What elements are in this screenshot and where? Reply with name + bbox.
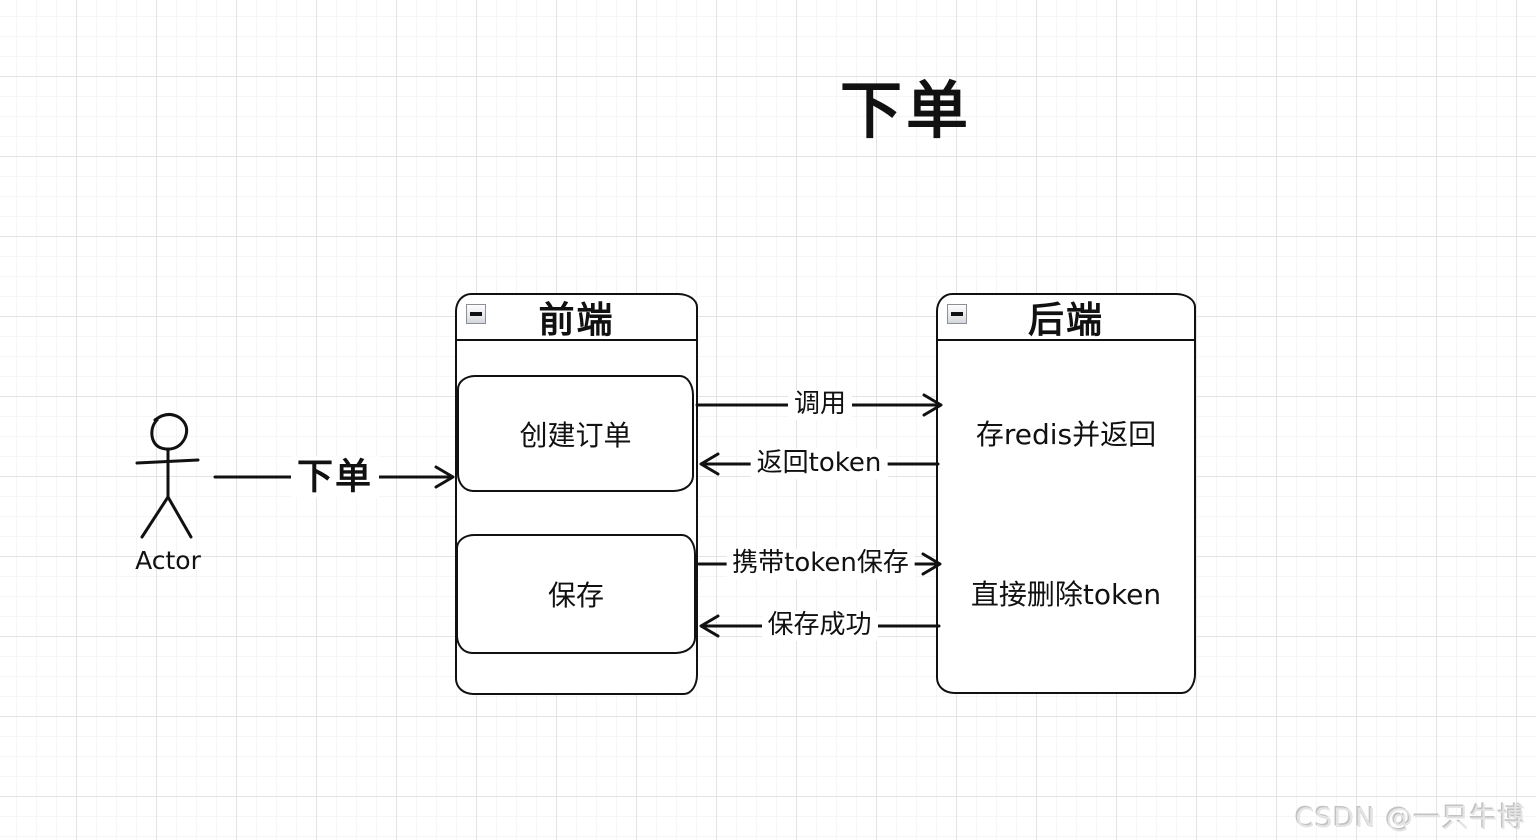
arrow-place-order: 下单 xyxy=(213,456,457,498)
backend-title: 后端 xyxy=(1027,300,1104,341)
arrow-label-save-with-token: 携带token保存 xyxy=(726,548,915,579)
diagram-title: 下单 xyxy=(839,74,972,147)
actor-label: Actor xyxy=(135,546,201,575)
arrow-call: 调用 xyxy=(695,389,945,421)
arrow-save-with-token: 携带token保存 xyxy=(697,548,944,580)
arrow-return-token: 返回token xyxy=(698,448,940,480)
frontend-container: 前端 创建订单 保存 xyxy=(455,293,698,695)
arrow-label-return-token: 返回token xyxy=(750,448,888,479)
backend-container: 后端 存redis并返回 直接删除token xyxy=(936,293,1196,694)
frontend-title: 前端 xyxy=(538,300,615,341)
node-save-label: 保存 xyxy=(547,579,604,612)
collapse-button-backend[interactable] xyxy=(947,304,967,324)
actor-icon xyxy=(135,413,200,539)
frontend-header: 前端 xyxy=(457,295,696,341)
minus-icon xyxy=(951,312,963,316)
node-delete-token: 直接删除token xyxy=(970,578,1162,611)
node-save: 保存 xyxy=(456,534,696,654)
node-create-order-label: 创建订单 xyxy=(519,418,632,452)
minus-icon xyxy=(470,312,482,316)
arrow-label-call: 调用 xyxy=(787,389,853,420)
node-store-redis: 存redis并返回 xyxy=(975,418,1157,451)
collapse-button-frontend[interactable] xyxy=(466,304,486,324)
arrow-label-place-order: 下单 xyxy=(290,456,380,498)
arrow-label-save-success: 保存成功 xyxy=(761,610,878,641)
arrow-save-success: 保存成功 xyxy=(698,610,941,642)
backend-header: 后端 xyxy=(938,295,1194,341)
watermark: CSDN @一只牛博 xyxy=(1295,803,1526,834)
node-create-order: 创建订单 xyxy=(457,375,694,492)
